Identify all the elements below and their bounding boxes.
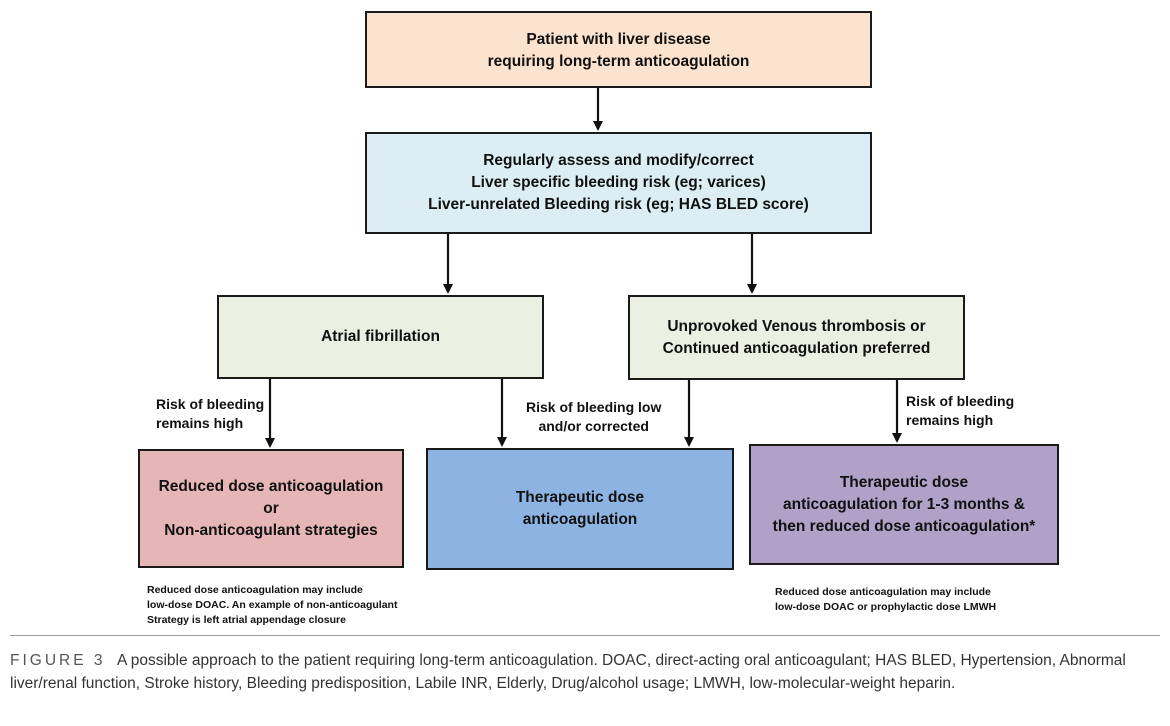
node-atrial-fibrillation: Atrial fibrillation [217,295,544,379]
figure-caption: FIGURE 3 A possible approach to the pati… [10,649,1160,695]
node-reduced-line-3: Non-anticoagulant strategies [164,521,378,539]
node-assess-line-2: Liver specific bleeding risk (eg; varice… [471,174,766,191]
edge-label-af-high-line-2: remains high [156,415,244,431]
edge-label-vte-high-line-1: Risk of bleeding [906,393,1015,409]
node-reduced-dose: Reduced dose anticoagulation or Non-anti… [138,449,404,568]
footnote-right: Reduced dose anticoagulation may include… [775,585,996,615]
figure-caption-text: A possible approach to the patient requi… [10,652,1126,692]
edge-label-af-high: Risk of bleeding remains high [156,395,264,433]
caption-divider [10,635,1160,636]
footnote-left-line-3: Strategy is left atrial appendage closur… [147,614,346,626]
node-therapeutic-line-2: anticoagulation [522,511,638,528]
edge-label-vte-high: Risk of bleeding remains high [906,392,1014,430]
node-start-line-1: Patient with liver disease [526,30,711,48]
footnote-left-line-1: Reduced dose anticoagulation may include [147,584,363,596]
node-ttr-line-3: then reduced dose anticoagulation* [772,517,1036,535]
node-vte-line-2: Continued anticoagulation preferred [662,339,931,357]
node-assess: Regularly assess and modify/correct Live… [365,132,872,234]
footnote-right-line-1: Reduced dose anticoagulation may include [775,586,991,598]
footnote-right-line-2: low-dose DOAC or prophylactic dose LMWH [775,601,997,613]
node-ttr-line-2: anticoagulation for 1-3 months & [783,495,1025,513]
node-therapeutic-dose: Therapeutic dose anticoagulation [426,448,734,570]
edge-label-low: Risk of bleeding low and/or corrected [526,398,661,436]
figure-label: FIGURE 3 [10,652,106,669]
footnote-left-line-2: low-dose DOAC. An example of non-anticoa… [147,599,398,611]
node-reduced-line-1: Reduced dose anticoagulation [158,477,384,495]
node-therapeutic-line-1: Therapeutic dose [515,489,645,506]
node-start: Patient with liver disease requiring lon… [365,11,872,88]
node-start-line-2: requiring long-term anticoagulation [487,52,750,70]
edge-label-vte-high-line-2: remains high [906,412,994,428]
node-assess-line-1: Regularly assess and modify/correct [483,152,754,169]
edge-label-af-high-line-1: Risk of bleeding [156,396,265,412]
node-reduced-line-2: or [263,499,279,517]
node-ttr-line-1: Therapeutic dose [839,473,969,491]
node-assess-line-3: Liver-unrelated Bleeding risk (eg; HAS B… [428,196,809,213]
node-af-line-1: Atrial fibrillation [321,328,440,345]
edge-label-low-line-2: and/or corrected [538,418,649,434]
node-therapeutic-then-reduced: Therapeutic dose anticoagulation for 1-3… [749,444,1059,565]
node-vte-line-1: Unprovoked Venous thrombosis or [667,317,926,335]
edge-label-low-line-1: Risk of bleeding low [526,399,662,415]
node-venous-thrombosis: Unprovoked Venous thrombosis or Continue… [628,295,965,380]
footnote-left: Reduced dose anticoagulation may include… [147,583,397,628]
